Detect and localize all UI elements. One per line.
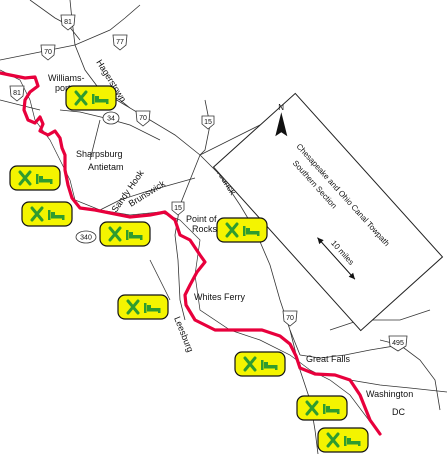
svg-text:70: 70 bbox=[139, 115, 147, 122]
shield-i70-mid: 70 bbox=[135, 110, 151, 127]
tent-icon bbox=[18, 170, 32, 186]
road-virginia bbox=[289, 329, 319, 454]
town-point-of-rocks-line1: Point of bbox=[186, 214, 217, 224]
north-arrow-icon: N bbox=[275, 103, 288, 137]
tent-icon bbox=[74, 90, 88, 106]
shield-md340: 340 bbox=[75, 230, 97, 244]
town-point-of-rocks-line2: Rocks bbox=[192, 224, 218, 234]
shield-i77: 77 bbox=[112, 34, 128, 51]
tent-icon bbox=[243, 356, 257, 372]
svg-text:70: 70 bbox=[286, 315, 294, 322]
shield-i81-south: 81 bbox=[9, 85, 25, 102]
shield-md34: 34 bbox=[102, 111, 120, 125]
tent-icon bbox=[225, 222, 239, 238]
road-dc-3 bbox=[349, 379, 447, 393]
town-leesburg: Leesburg bbox=[172, 315, 195, 354]
town-antietam: Antietam bbox=[88, 162, 124, 172]
town-williamsport-line2: port bbox=[55, 83, 71, 93]
svg-text:70: 70 bbox=[44, 49, 52, 56]
campsite-marker-washington-1 bbox=[296, 395, 348, 421]
town-great-falls: Great Falls bbox=[306, 354, 351, 364]
bed-icon bbox=[243, 226, 260, 236]
svg-text:81: 81 bbox=[13, 90, 21, 97]
road-west-1 bbox=[0, 99, 41, 111]
campsite-marker-point-of-rocks bbox=[216, 217, 268, 243]
svg-text:N: N bbox=[278, 103, 284, 112]
campsite-marker-washington-2 bbox=[317, 427, 369, 453]
svg-text:15: 15 bbox=[204, 119, 212, 126]
svg-text:495: 495 bbox=[392, 340, 404, 347]
campsite-markers bbox=[9, 85, 369, 453]
shield-us15-north: 15 bbox=[201, 115, 215, 130]
town-washington: Washington bbox=[366, 389, 413, 399]
town-dc: DC bbox=[392, 407, 405, 417]
campsite-marker-sharpsburg bbox=[9, 165, 61, 191]
tent-icon bbox=[305, 400, 319, 416]
svg-text:81: 81 bbox=[64, 19, 72, 26]
shield-i70-west: 70 bbox=[40, 44, 56, 61]
towpath-route bbox=[0, 71, 382, 436]
bed-icon bbox=[261, 360, 278, 370]
road-i495 bbox=[379, 339, 441, 411]
tent-icon bbox=[30, 206, 44, 222]
shield-i495: 495 bbox=[388, 335, 408, 352]
tent-icon bbox=[126, 299, 140, 315]
bed-icon bbox=[344, 436, 361, 446]
road-west-2 bbox=[89, 119, 101, 161]
shield-i70-east: 70 bbox=[282, 310, 298, 327]
town-whites-ferry: Whites Ferry bbox=[194, 292, 246, 302]
legend: N Chesapeake and Ohio Canal Towpath Sout… bbox=[212, 92, 444, 332]
bed-icon bbox=[92, 94, 109, 104]
campsite-marker-antietam bbox=[21, 201, 73, 227]
bed-icon bbox=[323, 404, 340, 414]
shield-i81-north: 81 bbox=[60, 14, 76, 31]
campsite-marker-whites-ferry bbox=[117, 294, 169, 320]
road-md340 bbox=[99, 177, 196, 211]
bed-icon bbox=[126, 230, 143, 240]
shield-us15-south: 15 bbox=[171, 201, 185, 216]
bed-icon bbox=[36, 174, 53, 184]
svg-text:340: 340 bbox=[80, 235, 92, 242]
tent-icon bbox=[326, 432, 340, 448]
road-i270 bbox=[254, 229, 301, 356]
road-dc-1 bbox=[299, 344, 401, 359]
town-williamsport-line1: Williams- bbox=[48, 73, 85, 83]
bed-icon bbox=[48, 210, 65, 220]
campsite-marker-williamsport bbox=[65, 85, 117, 111]
road-us15-north bbox=[199, 99, 211, 156]
road-southwest bbox=[149, 259, 171, 301]
road-i70-southeast bbox=[99, 89, 256, 231]
svg-text:15: 15 bbox=[174, 205, 182, 212]
campsite-marker-brunswick bbox=[99, 221, 151, 247]
road-dc-2 bbox=[329, 309, 431, 331]
town-sharpsburg: Sharpsburg bbox=[76, 149, 123, 159]
bed-icon bbox=[144, 303, 161, 313]
road-i70 bbox=[0, 4, 141, 61]
svg-text:34: 34 bbox=[107, 116, 115, 123]
svg-text:77: 77 bbox=[116, 39, 124, 46]
tent-icon bbox=[108, 226, 122, 242]
road-us15-south bbox=[174, 154, 201, 321]
campsite-marker-great-falls bbox=[234, 351, 286, 377]
